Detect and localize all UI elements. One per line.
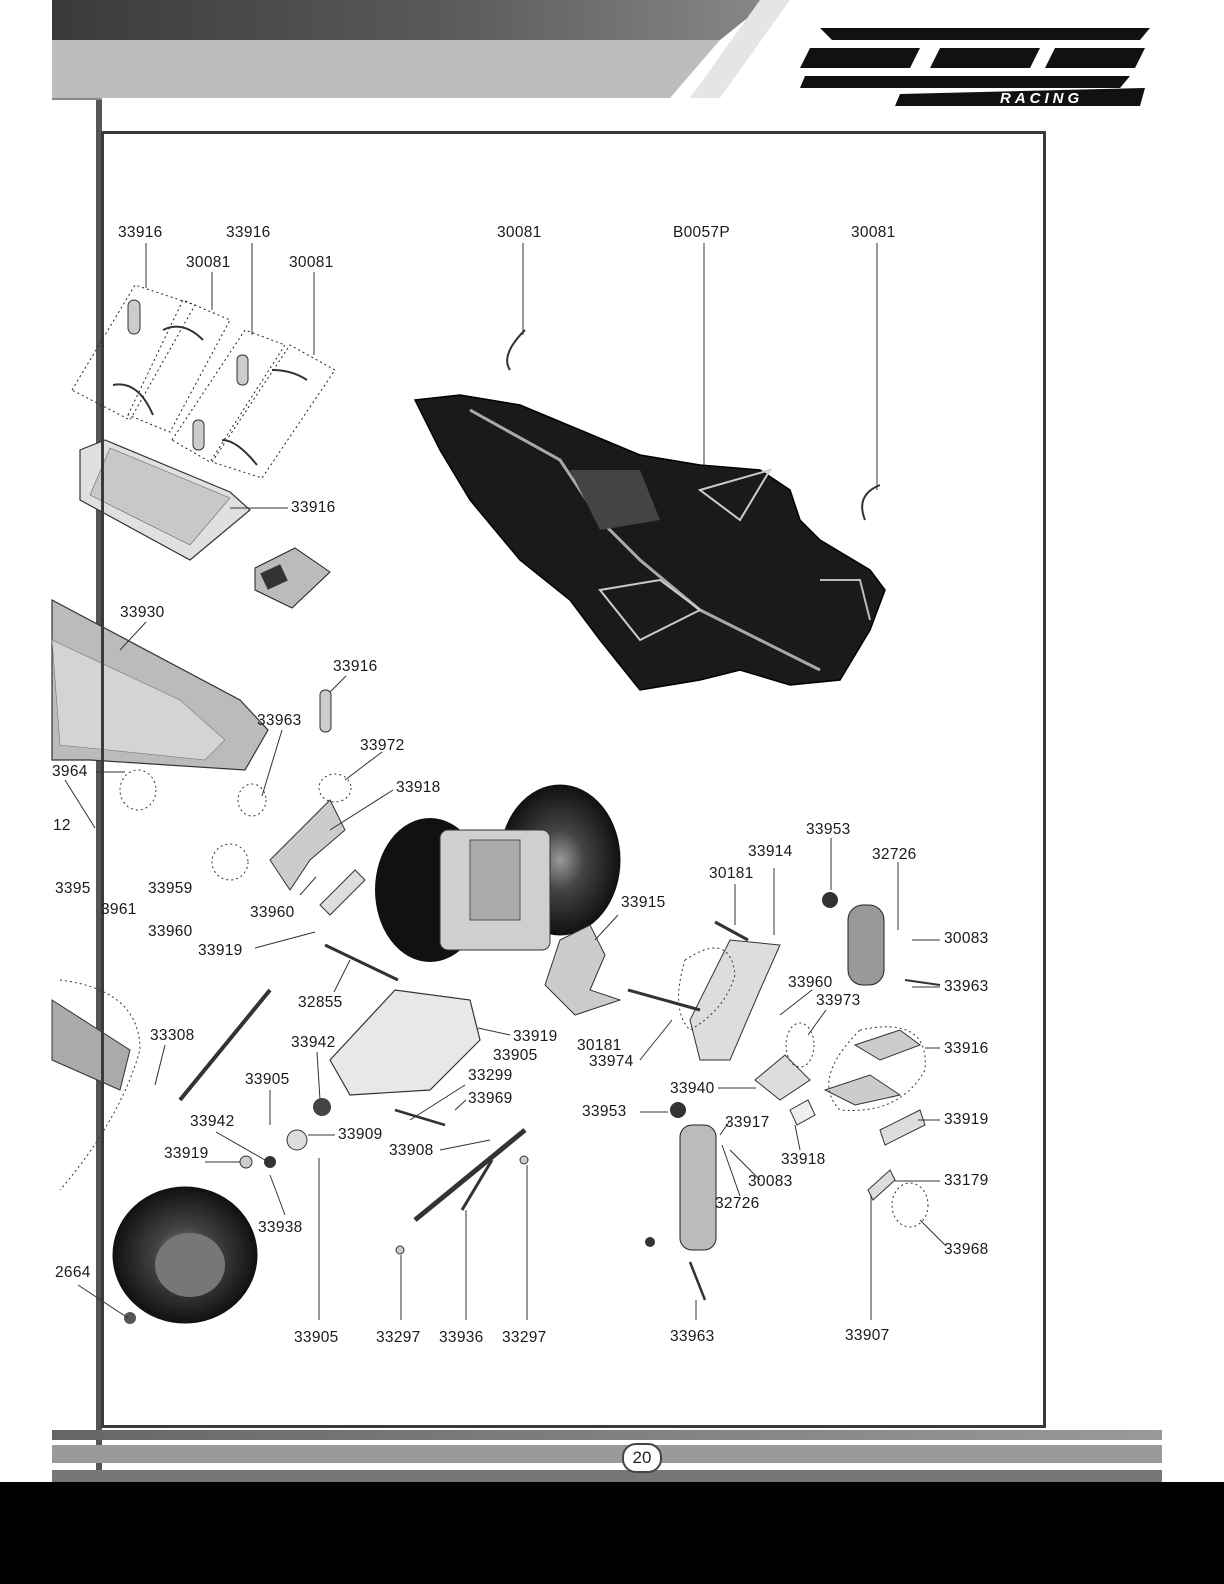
part-label: 33960	[250, 904, 295, 921]
part-label: 33919	[164, 1145, 209, 1162]
part-label: 33963	[944, 978, 989, 995]
part-label: 33919	[944, 1111, 989, 1128]
part-label: 33915	[621, 894, 666, 911]
part-label: 3961	[101, 901, 137, 918]
part-label: 30081	[289, 254, 334, 271]
part-label: 33907	[845, 1327, 890, 1344]
part-label: 33179	[944, 1172, 989, 1189]
part-label: B0057P	[673, 224, 730, 241]
part-label: 2664	[55, 1264, 91, 1281]
part-label: 30181	[709, 865, 754, 882]
part-label: 33938	[258, 1219, 303, 1236]
part-label: 32855	[298, 994, 343, 1011]
part-label: 33960	[148, 923, 193, 940]
part-label: 33918	[396, 779, 441, 796]
part-label: 3395	[55, 880, 91, 897]
part-label: 33916	[944, 1040, 989, 1057]
part-label: 33918	[781, 1151, 826, 1168]
part-label: 33953	[806, 821, 851, 838]
part-label: 33914	[748, 843, 793, 860]
part-label: 32726	[715, 1195, 760, 1212]
part-label: 33916	[333, 658, 378, 675]
part-label: 33297	[376, 1329, 421, 1346]
part-label: 33963	[670, 1328, 715, 1345]
part-label: 30081	[497, 224, 542, 241]
part-label: 33942	[190, 1113, 235, 1130]
part-label: 33297	[502, 1329, 547, 1346]
part-label: 33919	[513, 1028, 558, 1045]
part-label: 30081	[851, 224, 896, 241]
part-label: 30083	[748, 1173, 793, 1190]
part-label: 33905	[245, 1071, 290, 1088]
part-label: 33916	[226, 224, 271, 241]
part-label: 33905	[294, 1329, 339, 1346]
part-label: 32726	[872, 846, 917, 863]
part-label: 33919	[198, 942, 243, 959]
part-label: 33942	[291, 1034, 336, 1051]
part-label: 3964	[52, 763, 88, 780]
part-label: 33905	[493, 1047, 538, 1064]
diagram-frame	[101, 131, 1046, 1428]
part-label: 33972	[360, 737, 405, 754]
part-label: 33968	[944, 1241, 989, 1258]
part-label: 33940	[670, 1080, 715, 1097]
part-label: 33909	[338, 1126, 383, 1143]
logo-sub-text: RACING	[1000, 90, 1083, 107]
part-label: 33969	[468, 1090, 513, 1107]
part-label: 33917	[725, 1114, 770, 1131]
part-label: 12	[53, 817, 71, 834]
part-label: 33973	[816, 992, 861, 1009]
part-label: 33299	[468, 1067, 513, 1084]
part-label: 33959	[148, 880, 193, 897]
part-label: 33974	[589, 1053, 634, 1070]
bsr-logo: RACING	[800, 28, 1150, 107]
header-band	[52, 0, 790, 100]
body-shell	[413, 394, 886, 691]
part-label: 33936	[439, 1329, 484, 1346]
part-label: 33960	[788, 974, 833, 991]
part-label: 33930	[120, 604, 165, 621]
part-label: 30081	[186, 254, 231, 271]
part-label: 33953	[582, 1103, 627, 1120]
part-label: 30181	[577, 1037, 622, 1054]
part-label: 33908	[389, 1142, 434, 1159]
part-label: 30083	[944, 930, 989, 947]
part-label: 33308	[150, 1027, 195, 1044]
part-label: 33916	[118, 224, 163, 241]
page-number: 20	[622, 1443, 662, 1473]
part-label: 33916	[291, 499, 336, 516]
part-label: 33963	[257, 712, 302, 729]
